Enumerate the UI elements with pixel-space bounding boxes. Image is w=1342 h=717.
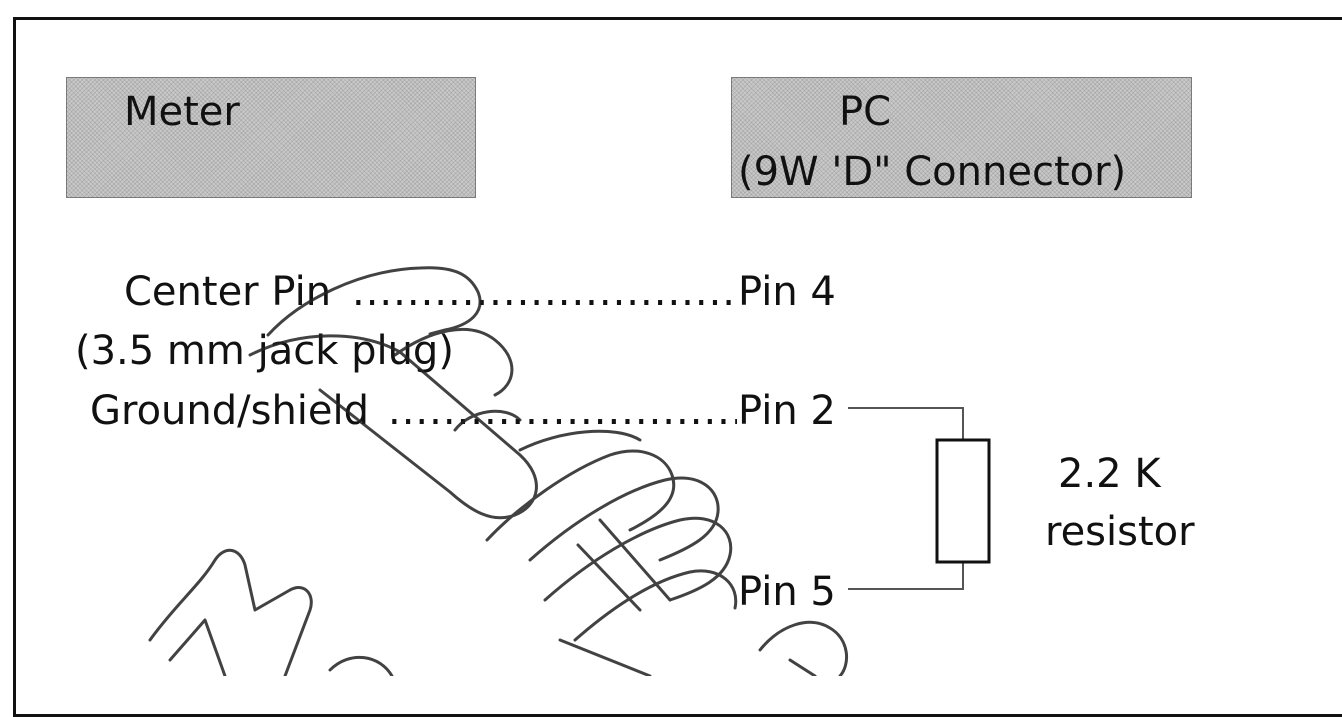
- pc-box-label-line2: (9W 'D" Connector): [738, 149, 1127, 195]
- center-pin-label: Center Pin: [124, 269, 332, 315]
- resistor-value-label: 2.2 K: [1058, 451, 1161, 497]
- pin2-wire: [848, 407, 964, 440]
- meter-box: [66, 77, 476, 198]
- pin4-label: Pin 4: [738, 269, 836, 315]
- pc-box: [731, 77, 1192, 198]
- leader-dots-pin2: ..............................: [388, 388, 737, 434]
- resistor-symbol: [935, 438, 991, 564]
- diagram-drawing: [148, 266, 991, 676]
- jack-plug-label: (3.5 mm jack plug): [75, 328, 454, 374]
- ground-shield-label: Ground/shield: [90, 388, 370, 434]
- meter-box-label: Meter: [124, 89, 240, 135]
- leader-dots-pin4: ...................................: [352, 269, 737, 315]
- watermark-graphic: [148, 266, 849, 676]
- pin5-label: Pin 5: [738, 569, 836, 615]
- resistor-wiring: [848, 407, 964, 590]
- pin5-wire: [848, 562, 964, 590]
- resistor-text-label: resistor: [1045, 509, 1195, 555]
- pc-box-label-line1: PC: [839, 89, 892, 135]
- pin2-label: Pin 2: [738, 388, 836, 434]
